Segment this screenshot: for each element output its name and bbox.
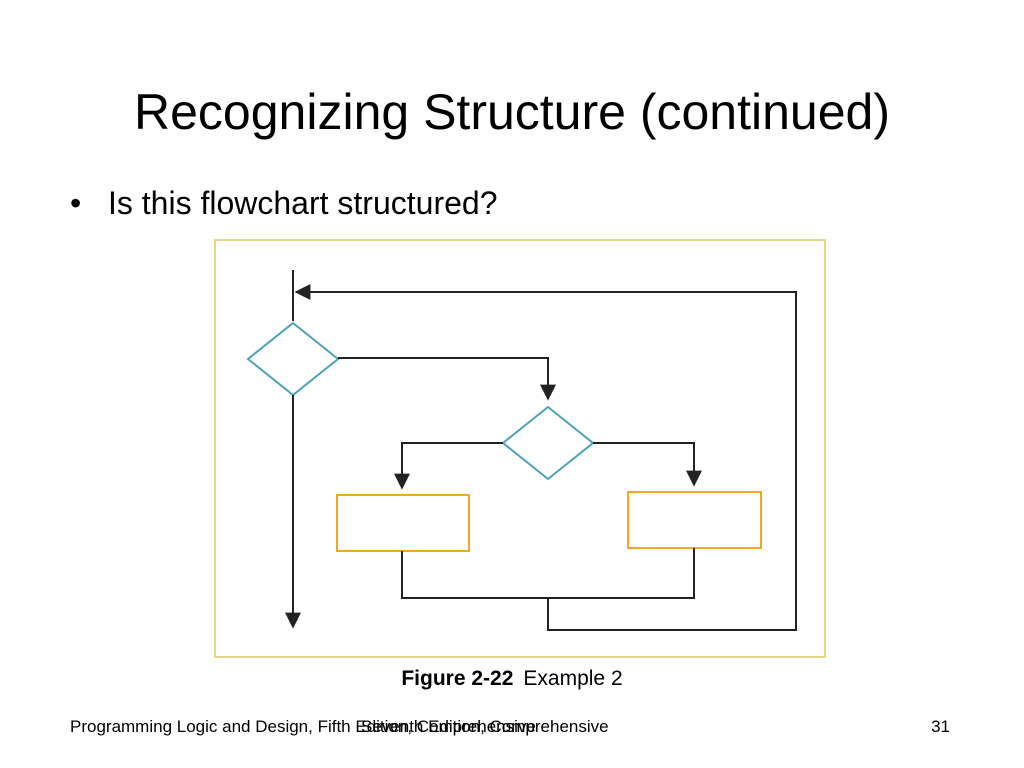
flowchart-diagram [246, 270, 797, 631]
page-number: 31 [931, 717, 950, 736]
bullet-text: Is this flowchart structured? [108, 185, 498, 221]
right-branch-line [593, 442, 702, 487]
bullet-item: • Is this flowchart structured? [70, 183, 497, 223]
figure-caption-text: Example 2 [523, 667, 623, 690]
figure-caption: Figure 2-22 Example 2 [0, 666, 1024, 692]
flowchart-figure [214, 239, 826, 658]
figure-caption-label: Figure 2-22 [401, 667, 514, 690]
decision-diamond-outer [246, 321, 340, 397]
decision-diamond-inner [501, 405, 595, 481]
left-branch-line [394, 442, 503, 490]
footer-overlay-text: Seventh Edition, Comprehensive [361, 717, 609, 736]
slide-title: Recognizing Structure (continued) [134, 84, 890, 140]
bullet-dot: • [70, 185, 82, 221]
process-box-right [627, 491, 762, 549]
process-box-left [336, 494, 470, 552]
path-to-inner-decision [338, 357, 556, 401]
footer-course-title: Programming Logic and Design, Fifth Edit… [70, 717, 536, 736]
join-line [401, 548, 695, 599]
